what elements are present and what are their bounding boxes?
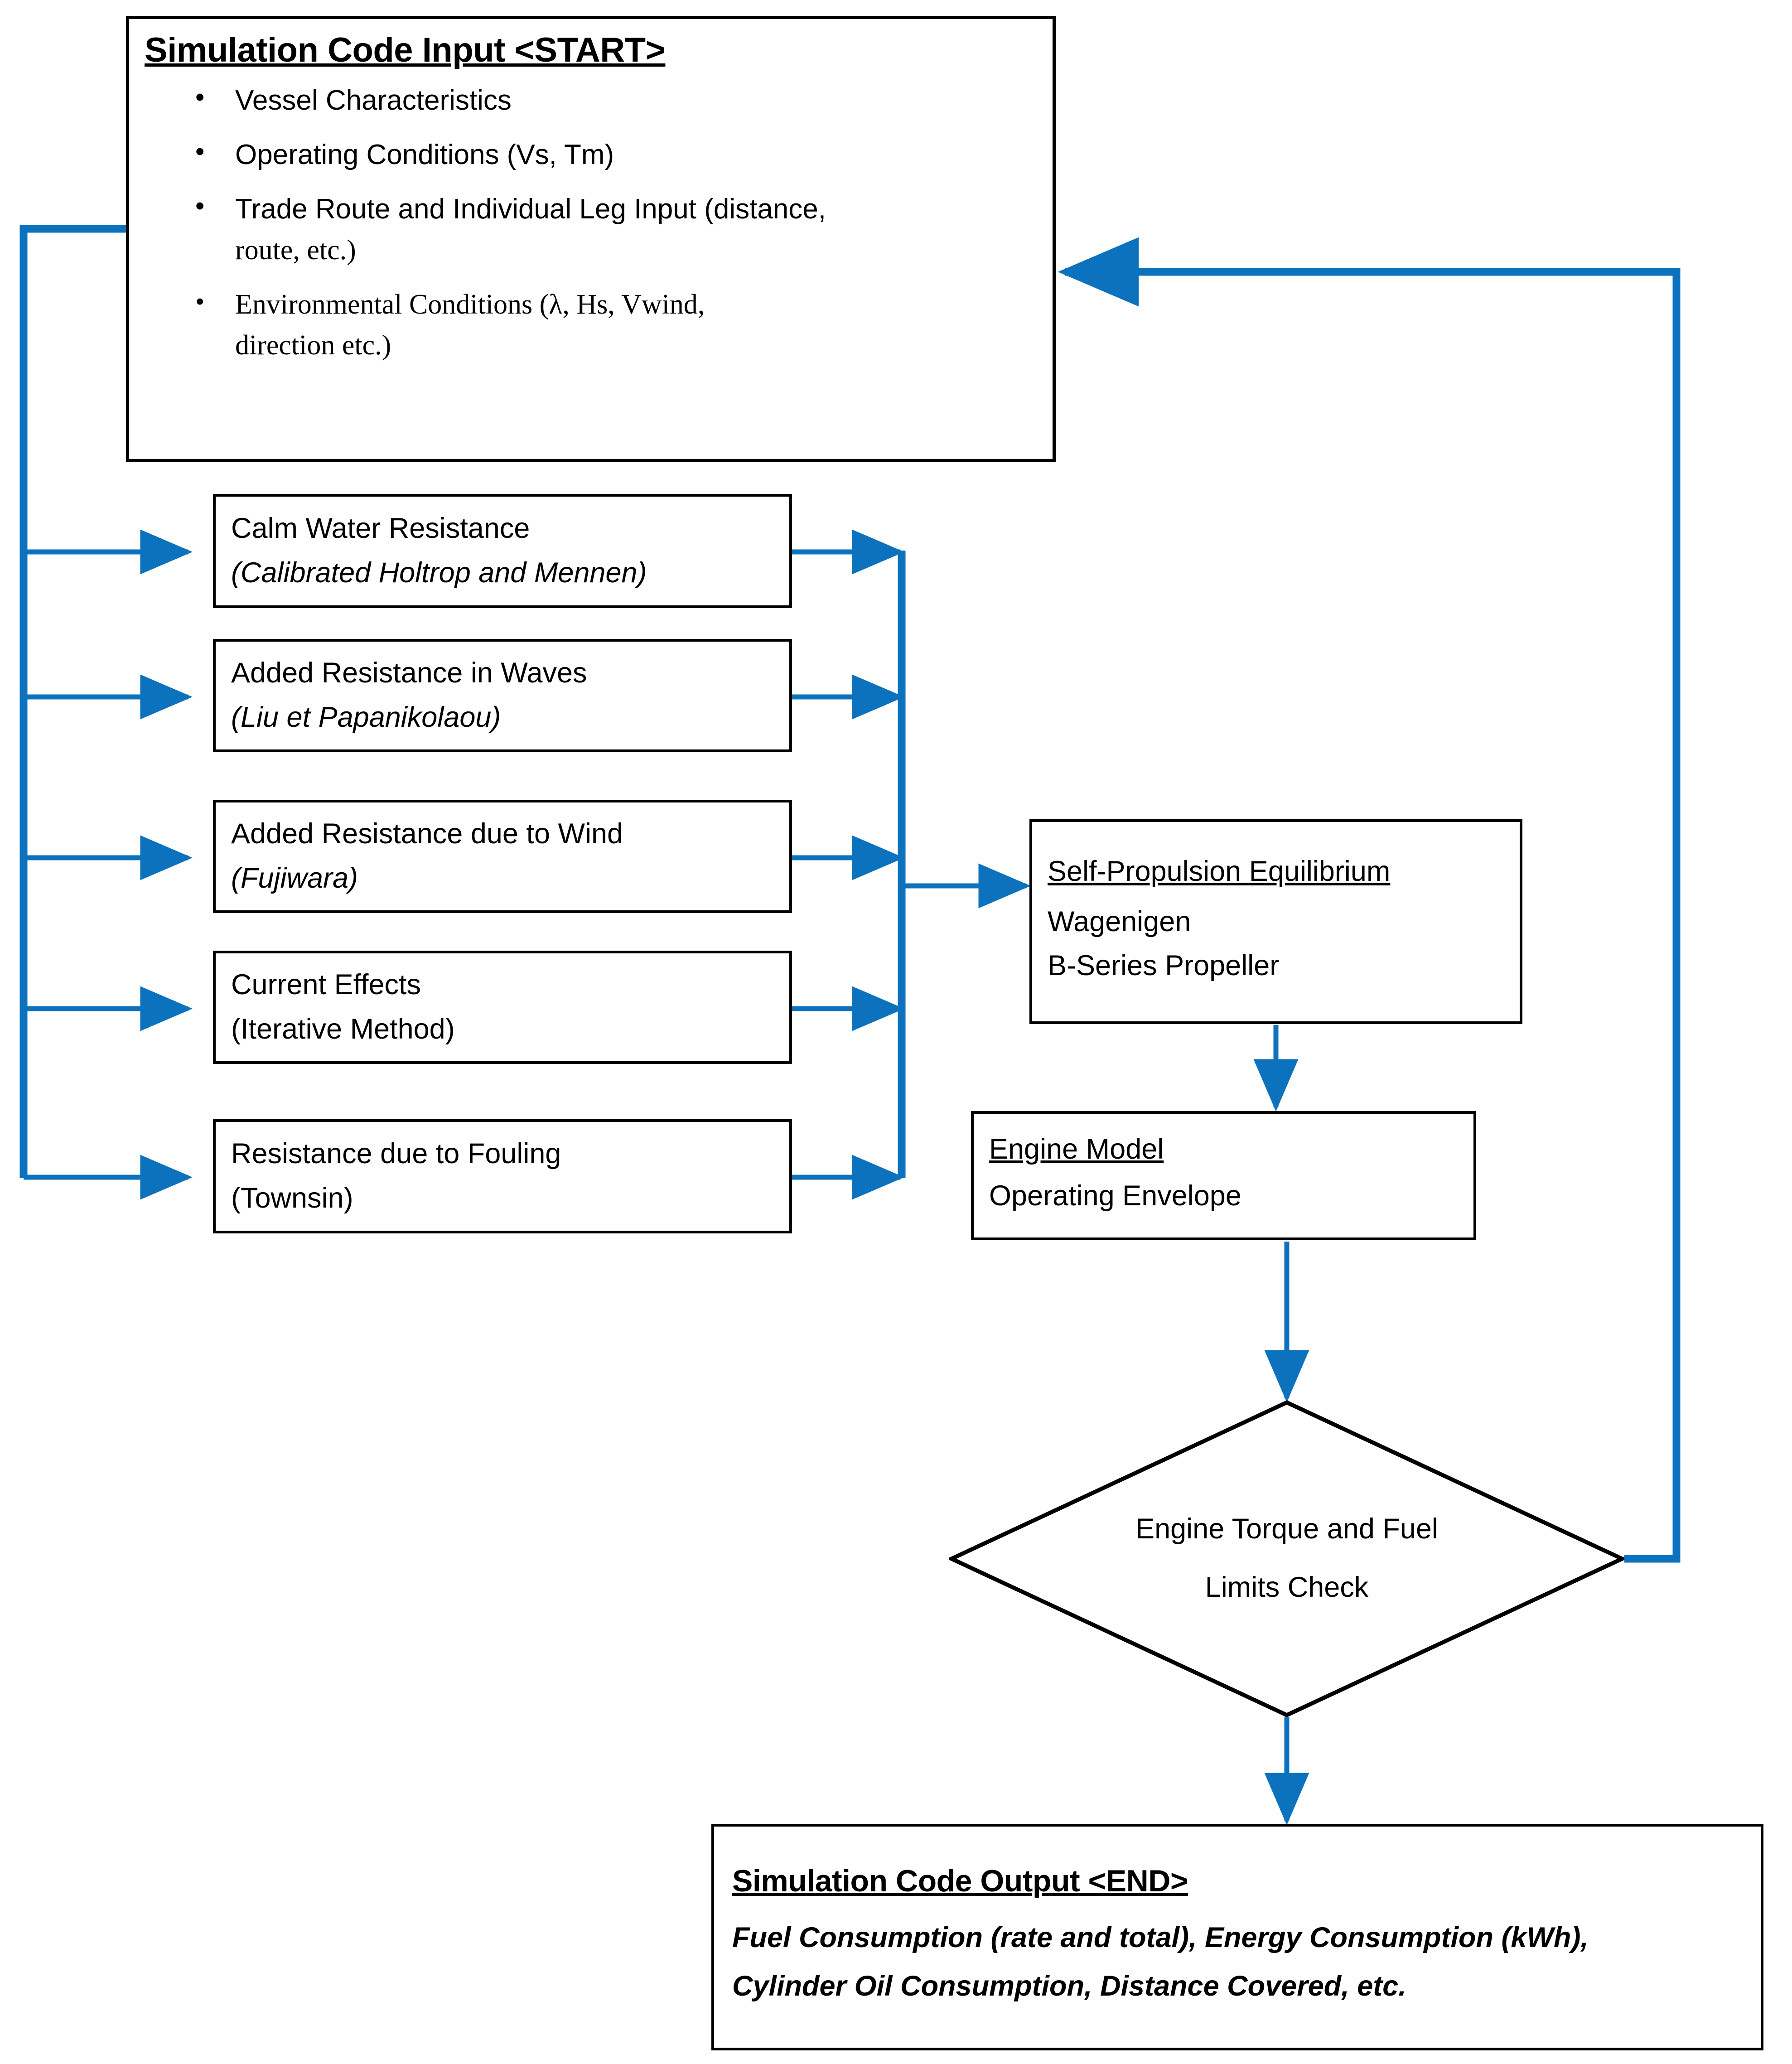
resistance-box-current-effects: Current Effects (Iterative Method) [213, 951, 792, 1064]
decision-diamond-label: Engine Torque and Fuel Limits Check [1040, 1500, 1534, 1617]
resistance-box-fouling: Resistance due to Fouling (Townsin) [213, 1119, 792, 1233]
input-bullet-trade-route: Trade Route and Individual Leg Input (di… [195, 187, 1037, 271]
output-block-title: Simulation Code Output <END> [732, 1863, 1188, 1898]
fouling-method: (Townsin) [231, 1182, 353, 1214]
self-propulsion-title: Self-Propulsion Equilibrium [1048, 856, 1391, 888]
added-wind-name: Added Resistance due to Wind [231, 818, 623, 850]
engine-model-line-1: Operating Envelope [989, 1179, 1241, 1212]
added-waves-name: Added Resistance in Waves [231, 657, 587, 689]
current-effects-name: Current Effects [231, 969, 421, 1001]
output-line-2: Cylinder Oil Consumption, Distance Cover… [732, 1970, 1406, 2002]
input-bullet-2-text: Operating Conditions (Vs, Tm) [235, 139, 614, 170]
added-waves-method: (Liu et Papanikolaou) [231, 701, 501, 733]
fouling-name: Resistance due to Fouling [231, 1138, 561, 1170]
decision-line-2: Limits Check [1205, 1571, 1369, 1604]
input-bullet-4-line2: direction etc.) [235, 329, 391, 361]
input-bullet-3-line2: route, etc.) [235, 234, 356, 266]
input-bullet-1-text: Vessel Characteristics [235, 85, 512, 116]
calm-water-method: (Calibrated Holtrop and Mennen) [231, 557, 647, 589]
self-propulsion-block: Self-Propulsion Equilibrium Wagenigen B-… [1029, 819, 1522, 1024]
input-bullet-environmental-conditions: Environmental Conditions (λ, Hs, Vwind, … [195, 283, 1037, 366]
wire-input-to-left-bus [19, 225, 131, 1178]
input-bullet-4-line1: Environmental Conditions (λ, Hs, Vwind, [235, 289, 705, 320]
engine-model-block: Engine Model Operating Envelope [971, 1111, 1476, 1240]
simulation-input-block: Simulation Code Input <START> Vessel Cha… [126, 16, 1056, 462]
resistance-box-added-wind: Added Resistance due to Wind (Fujiwara) [213, 800, 792, 913]
input-bullet-operating-conditions: Operating Conditions (Vs, Tm) [195, 133, 1037, 175]
simulation-output-block: Simulation Code Output <END> Fuel Consum… [711, 1824, 1763, 2050]
input-block-title: Simulation Code Input <START> [145, 31, 666, 69]
input-bullet-3-line1: Trade Route and Individual Leg Input (di… [235, 193, 826, 225]
input-bullet-vessel-characteristics: Vessel Characteristics [195, 78, 1037, 121]
engine-model-title: Engine Model [989, 1133, 1164, 1165]
added-wind-method: (Fujiwara) [231, 862, 358, 894]
calm-water-name: Calm Water Resistance [231, 512, 530, 545]
output-line-1: Fuel Consumption (rate and total), Energ… [732, 1921, 1589, 1953]
self-propulsion-line-2: B-Series Propeller [1048, 950, 1280, 982]
input-bullet-list: Vessel Characteristics Operating Conditi… [145, 78, 1037, 379]
resistance-box-added-waves: Added Resistance in Waves (Liu et Papani… [213, 639, 792, 752]
resistance-box-calm-water: Calm Water Resistance (Calibrated Holtro… [213, 494, 792, 608]
current-effects-method: (Iterative Method) [231, 1013, 455, 1045]
decision-line-1: Engine Torque and Fuel [1135, 1513, 1438, 1545]
self-propulsion-line-1: Wagenigen [1048, 905, 1191, 938]
